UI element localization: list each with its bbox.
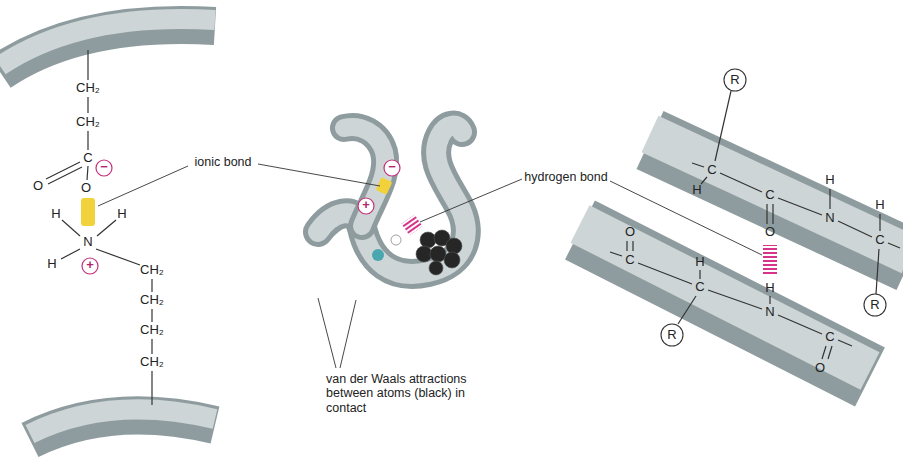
r-group-label: R bbox=[730, 73, 739, 88]
callout-label: ionic bond bbox=[195, 155, 252, 169]
charge-sign: − bbox=[388, 160, 396, 175]
callout-label: van der Waals attractions between atoms … bbox=[326, 372, 491, 415]
atom-label: CH₂ bbox=[76, 115, 100, 130]
atom-label: C bbox=[765, 188, 774, 203]
atom-label: O bbox=[81, 181, 91, 196]
atom-label: CH₂ bbox=[140, 293, 164, 308]
atom-label: H bbox=[47, 257, 56, 272]
atom-label: O bbox=[33, 179, 43, 194]
atom-label: H bbox=[692, 183, 701, 198]
atom-label: C bbox=[875, 233, 884, 248]
charge-circle bbox=[96, 160, 112, 176]
charge-circle bbox=[384, 160, 400, 176]
leader-lines bbox=[98, 164, 762, 368]
atom-label: CH₂ bbox=[140, 355, 164, 370]
atom-label: H bbox=[51, 207, 60, 222]
atom-label: CH₂ bbox=[140, 263, 164, 278]
atom-label: H bbox=[825, 173, 834, 188]
atom-label: O bbox=[765, 225, 775, 240]
bond-lines bbox=[610, 91, 900, 359]
hydrogen-bond-mark bbox=[401, 215, 422, 236]
atom-label: C bbox=[83, 151, 92, 166]
protein-backbone bbox=[580, 134, 903, 377]
charge-sign: + bbox=[362, 198, 370, 213]
folded-chain bbox=[318, 126, 466, 274]
atom-label: N bbox=[765, 305, 774, 320]
charge-sign: + bbox=[86, 258, 94, 273]
atom-label: CH₂ bbox=[76, 81, 100, 96]
atom-label: H bbox=[117, 207, 126, 222]
r-group-label: R bbox=[870, 298, 879, 313]
atom-label: H bbox=[695, 255, 704, 270]
r-group-label: R bbox=[667, 328, 676, 343]
atom-label: N bbox=[825, 211, 834, 226]
callout-label: hydrogen bond bbox=[524, 170, 607, 184]
atom-label: H bbox=[765, 281, 774, 296]
atom-label: H bbox=[875, 198, 884, 213]
atom-label: C bbox=[707, 163, 716, 178]
ionic-bond-mark bbox=[81, 198, 95, 226]
charge-sign: − bbox=[100, 160, 108, 175]
charge-circle bbox=[82, 258, 98, 274]
atom-label: O bbox=[625, 225, 635, 240]
atom-label: C bbox=[825, 330, 834, 345]
atom-label: C bbox=[695, 280, 704, 295]
atom-sphere bbox=[391, 235, 401, 245]
atom-label: O bbox=[815, 361, 825, 376]
atom-label: N bbox=[83, 235, 92, 250]
protein-backbone bbox=[0, 19, 215, 440]
atom-label: C bbox=[625, 253, 634, 268]
r-group-circle bbox=[661, 69, 886, 346]
atom-label: CH₂ bbox=[140, 323, 164, 338]
bond-lines bbox=[46, 50, 152, 405]
atom-sphere bbox=[372, 249, 384, 261]
charge-circle bbox=[358, 198, 374, 214]
hydrogen-bond-mark bbox=[763, 245, 777, 275]
van-der-waals-atoms bbox=[416, 230, 462, 275]
